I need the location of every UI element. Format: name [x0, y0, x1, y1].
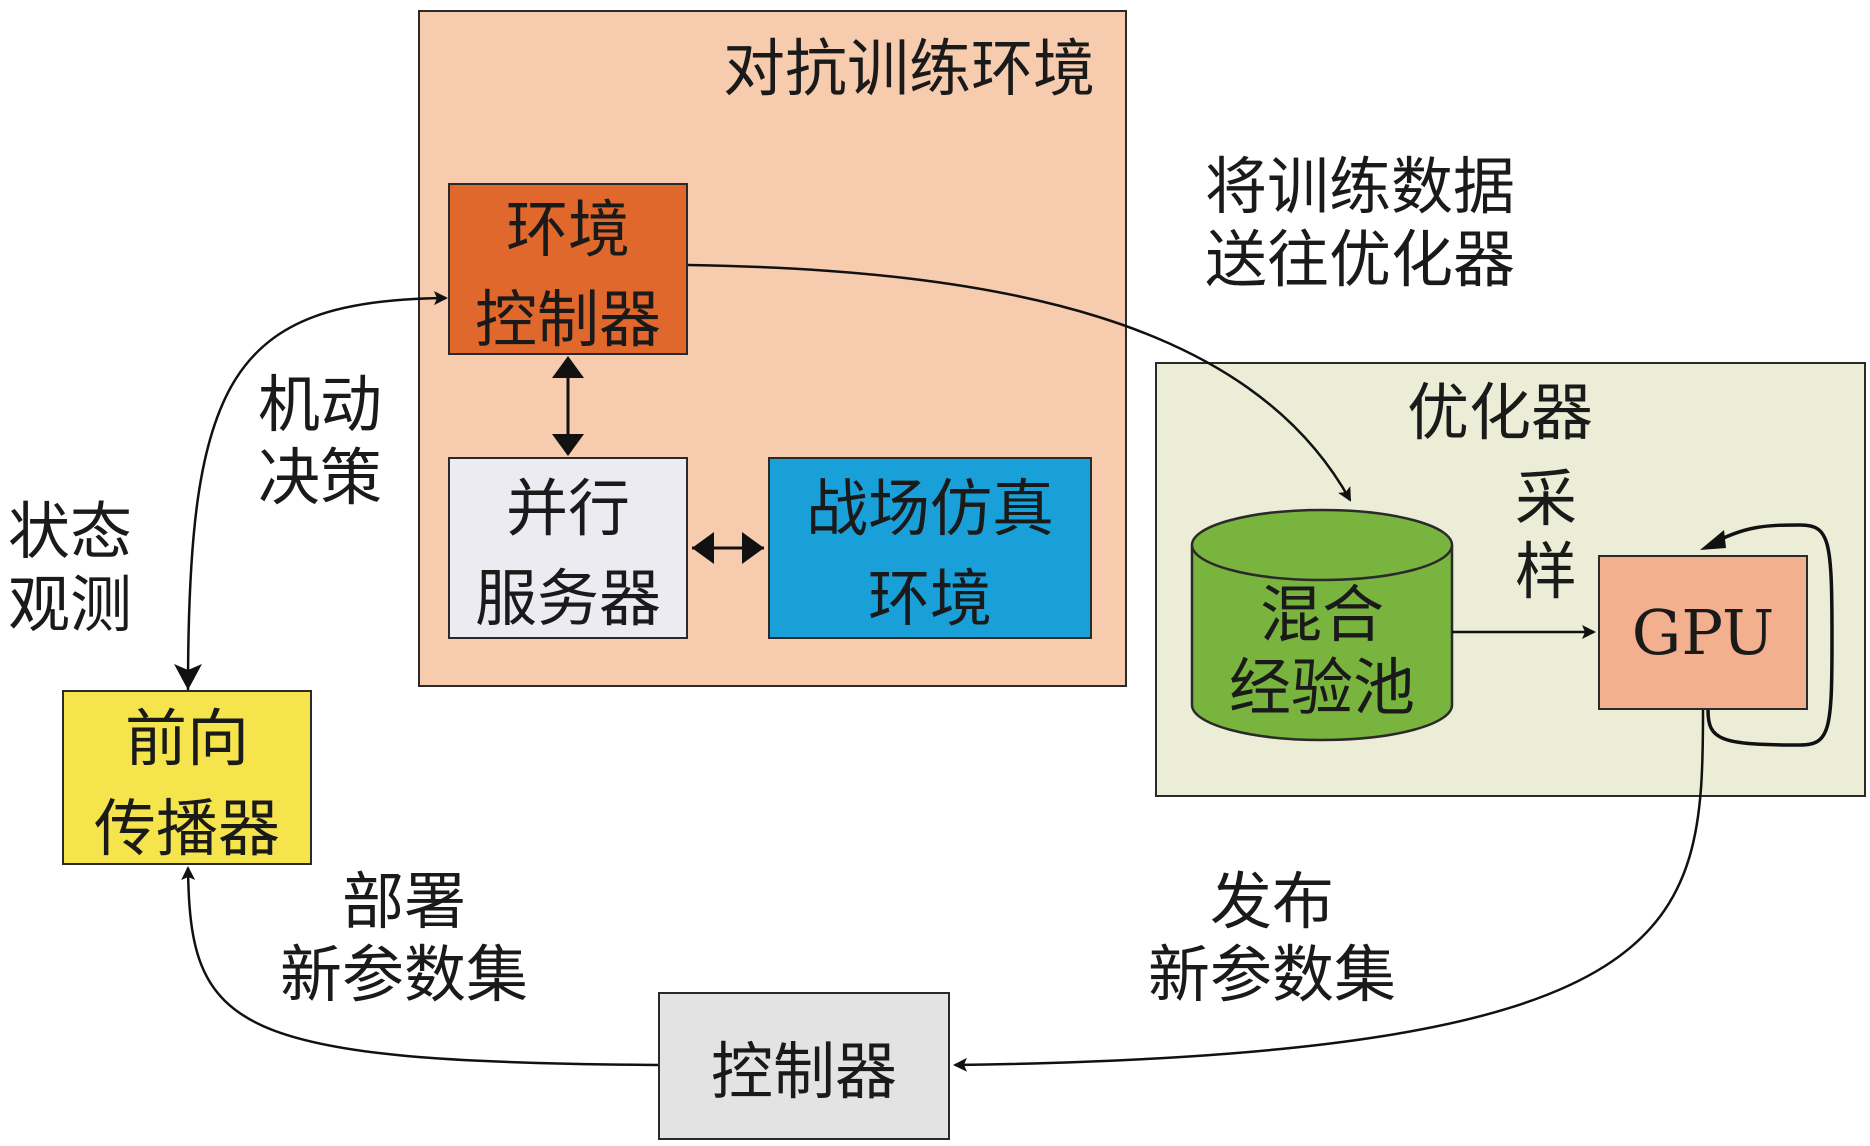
arrow-gpu-to-controller: [953, 709, 1705, 1072]
send-training-data-label: 将训练数据 送往优化器: [1205, 150, 1515, 296]
gpu-node: GPU: [1598, 555, 1808, 710]
deploy-new-params-label: 部署 新参数集: [280, 865, 528, 1011]
arrow-env-to-pool: [687, 263, 1352, 502]
state-observation-label: 状态 观测: [8, 495, 132, 641]
arrowhead-parallel-left: [692, 532, 714, 564]
arrowhead-envctrl-parallel-top: [552, 356, 584, 378]
arrowhead-envctrl-parallel-bottom: [552, 434, 584, 456]
parallel-server-node: 并行 服务器: [448, 457, 688, 639]
forward-propagator-label-line2: 传播器: [93, 791, 280, 865]
parallel-server-label-line1: 并行: [505, 472, 630, 545]
replay-pool-node: [1190, 508, 1454, 742]
arrow-controller-to-propagator: [181, 866, 659, 1067]
gpu-self-loop: [1706, 523, 1834, 747]
controller-label: 控制器: [710, 1035, 897, 1108]
state-observation-line2: 观测: [8, 568, 133, 642]
maneuver-decision-label: 机动 决策: [258, 368, 382, 514]
send-training-data-line2: 送往优化器: [1205, 223, 1516, 297]
env-controller-node: 环境 控制器: [448, 183, 688, 356]
env-controller-label-line2: 控制器: [474, 283, 661, 356]
sample-label-line2: 样: [1515, 535, 1578, 609]
send-training-data-line1: 将训练数据: [1205, 150, 1516, 223]
gpu-label: GPU: [1631, 596, 1775, 669]
maneuver-decision-line1: 机动: [258, 368, 383, 441]
replay-pool-label: 混合 经验池: [1192, 578, 1452, 724]
publish-new-params-line1: 发布: [1210, 865, 1335, 938]
replay-pool-label-line2: 经验池: [1228, 651, 1415, 725]
controller-node: 控制器: [658, 992, 950, 1140]
publish-new-params-line2: 新参数集: [1148, 938, 1397, 1012]
sample-label: 采 样: [1515, 462, 1577, 608]
env-controller-label-line1: 环境: [505, 193, 630, 266]
adversarial-env-title: 对抗训练环境: [722, 32, 1095, 105]
state-observation-line1: 状态: [8, 495, 133, 568]
battlefield-sim-label-line1: 战场仿真: [805, 472, 1054, 545]
battlefield-sim-label-line2: 环境: [867, 562, 992, 635]
forward-propagator-label-line1: 前向: [124, 701, 249, 775]
parallel-server-label-line2: 服务器: [474, 562, 661, 635]
deploy-new-params-line2: 新参数集: [280, 938, 529, 1012]
battlefield-sim-node: 战场仿真 环境: [768, 457, 1092, 639]
arrowhead-battlefield-right: [742, 532, 764, 564]
sample-label-line1: 采: [1515, 462, 1578, 535]
publish-new-params-label: 发布 新参数集: [1148, 865, 1396, 1011]
forward-propagator-node: 前向 传播器: [62, 690, 312, 865]
replay-pool-label-line1: 混合: [1259, 578, 1384, 651]
gpu-self-loop-arrowhead: [1700, 530, 1726, 550]
maneuver-decision-line2: 决策: [258, 441, 383, 515]
deploy-new-params-line1: 部署: [342, 865, 467, 938]
optimizer-title: 优化器: [1407, 376, 1594, 449]
arrowhead-propagator-top: [174, 664, 202, 690]
arrow-propagator-envctrl: [186, 291, 448, 691]
